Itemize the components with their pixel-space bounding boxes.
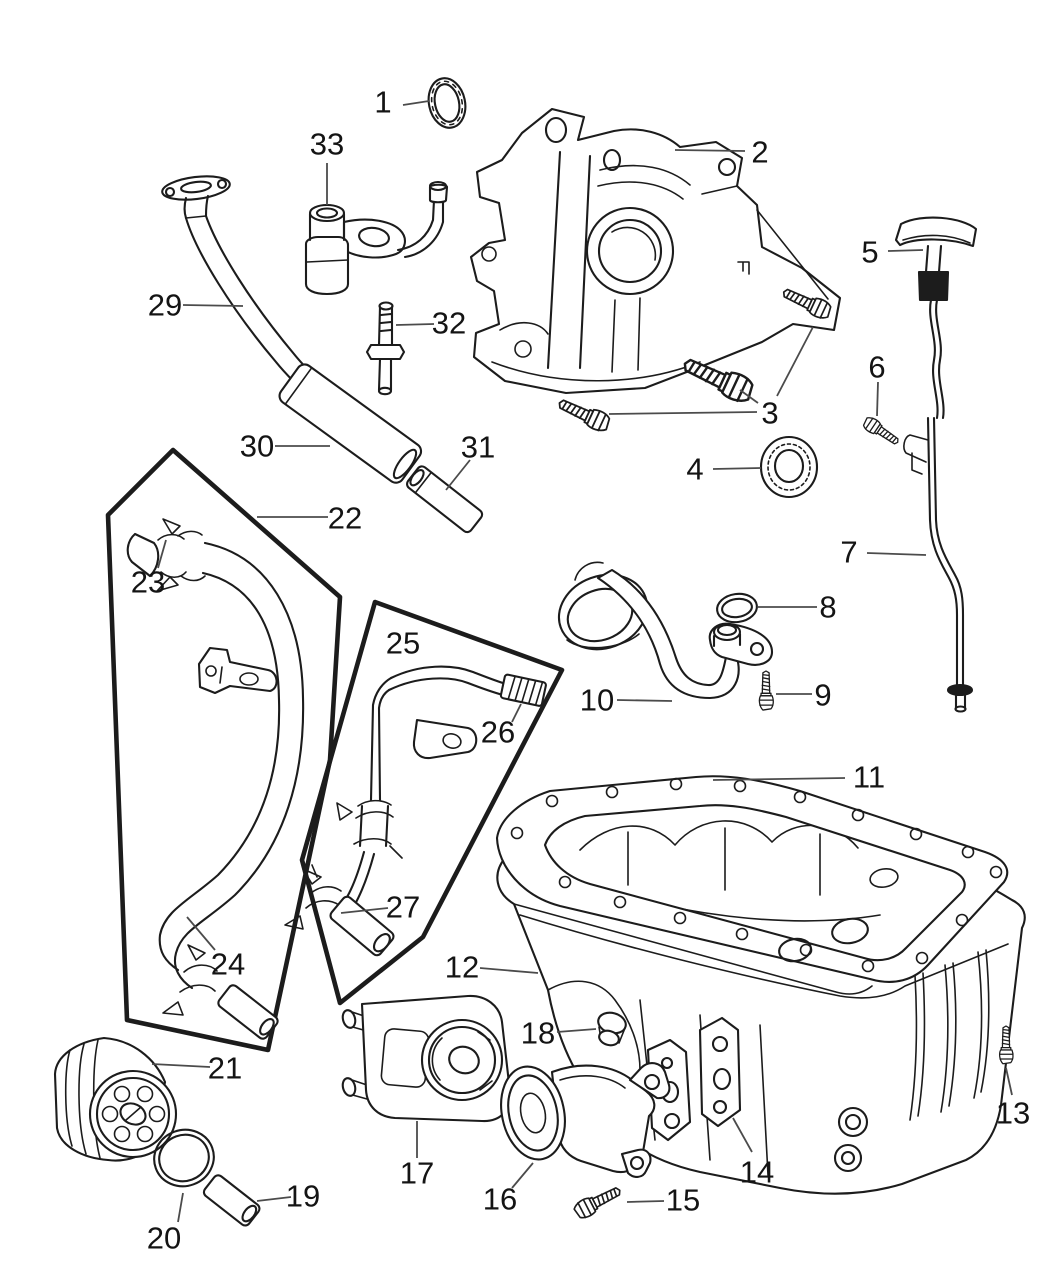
callout-3: 3 bbox=[761, 396, 778, 431]
callout-23: 23 bbox=[131, 565, 165, 600]
seal-ring-art bbox=[427, 77, 467, 129]
callout-24: 24 bbox=[211, 947, 245, 982]
callout-19-leader bbox=[256, 1196, 292, 1202]
pan-plug-art bbox=[597, 1011, 627, 1047]
filter-adapter-art bbox=[500, 1062, 671, 1178]
callout-22: 22 bbox=[328, 501, 362, 536]
dipstick-oring-art bbox=[716, 592, 758, 624]
callout-20-leader bbox=[177, 1192, 184, 1223]
callout-1: 1 bbox=[374, 85, 391, 120]
oil-cooler-art bbox=[341, 994, 512, 1123]
callout-21: 21 bbox=[208, 1051, 242, 1086]
oil-cooler-tube-art bbox=[284, 665, 547, 957]
sleeve-art bbox=[278, 363, 423, 484]
pan-gasket-art bbox=[495, 775, 1009, 983]
callout-14-leader bbox=[732, 1117, 753, 1153]
dipstick-art bbox=[894, 216, 978, 713]
oil-cooler-hose-art bbox=[126, 518, 305, 1040]
callout-2: 2 bbox=[751, 135, 768, 170]
bypass-fitting-art bbox=[202, 1174, 261, 1227]
callout-13-leader bbox=[1005, 1067, 1013, 1096]
callout-24-leader bbox=[186, 916, 216, 951]
callout-12-leader bbox=[479, 967, 539, 974]
callout-25: 25 bbox=[386, 626, 420, 661]
callout-4: 4 bbox=[686, 452, 703, 487]
callout-26-leader bbox=[511, 703, 522, 723]
callout-11-leader bbox=[712, 777, 846, 781]
callout-6-leader bbox=[876, 381, 879, 417]
callout-27: 27 bbox=[386, 890, 420, 925]
callout-29-leader bbox=[182, 304, 244, 307]
callout-31: 31 bbox=[461, 430, 495, 465]
callout-33: 33 bbox=[310, 127, 344, 162]
oil-filter-art bbox=[53, 1036, 178, 1162]
filter-oring-art bbox=[153, 1128, 215, 1188]
callout-14: 14 bbox=[740, 1155, 774, 1190]
enclosure-22-outline bbox=[105, 447, 343, 1053]
callout-29: 29 bbox=[148, 288, 182, 323]
stud-art bbox=[365, 301, 406, 396]
callout-16: 16 bbox=[483, 1182, 517, 1217]
callout-3-leader bbox=[608, 411, 758, 415]
callout-9: 9 bbox=[814, 678, 831, 713]
callout-3-leader bbox=[739, 389, 759, 404]
callout-30: 30 bbox=[240, 429, 274, 464]
enclosure-25-outline bbox=[299, 599, 565, 1006]
callout-2-leader bbox=[674, 149, 746, 152]
callout-20: 20 bbox=[147, 1221, 181, 1256]
callout-31-leader bbox=[445, 459, 471, 491]
callout-26: 26 bbox=[481, 715, 515, 750]
callout-5-leader bbox=[887, 249, 924, 252]
callout-15-leader bbox=[626, 1200, 665, 1203]
callout-23-leader bbox=[157, 539, 167, 569]
pickup-tube-art bbox=[557, 561, 774, 700]
oil-pump-art bbox=[469, 107, 842, 395]
callout-18-leader bbox=[556, 1028, 597, 1033]
callout-6: 6 bbox=[868, 350, 885, 385]
callout-10-leader bbox=[616, 699, 673, 702]
callout-15: 15 bbox=[666, 1183, 700, 1218]
callout-27-leader bbox=[340, 907, 389, 914]
callout-16-leader bbox=[511, 1162, 534, 1189]
callout-4-leader bbox=[712, 467, 762, 470]
callout-19: 19 bbox=[286, 1179, 320, 1214]
turbo-fitting-art bbox=[304, 180, 449, 296]
callout-32-leader bbox=[395, 323, 435, 326]
callout-12: 12 bbox=[445, 950, 479, 985]
callout-3-leader bbox=[776, 326, 814, 397]
callout-layer: 1234567891011121314151617181920212223242… bbox=[131, 85, 1030, 1256]
callout-8: 8 bbox=[819, 590, 836, 625]
callout-7: 7 bbox=[840, 535, 857, 570]
callout-32: 32 bbox=[432, 306, 466, 341]
crank-seal-art bbox=[759, 435, 819, 499]
callout-21-leader bbox=[151, 1063, 211, 1068]
callout-5: 5 bbox=[861, 235, 878, 270]
callout-13: 13 bbox=[996, 1096, 1030, 1131]
callout-10: 10 bbox=[580, 683, 614, 718]
inlet-tube-art bbox=[406, 465, 484, 534]
callout-11: 11 bbox=[853, 760, 885, 795]
callout-7-leader bbox=[866, 552, 927, 556]
callout-17: 17 bbox=[400, 1156, 434, 1191]
callout-18: 18 bbox=[521, 1016, 555, 1051]
callout-1-leader bbox=[402, 100, 430, 106]
